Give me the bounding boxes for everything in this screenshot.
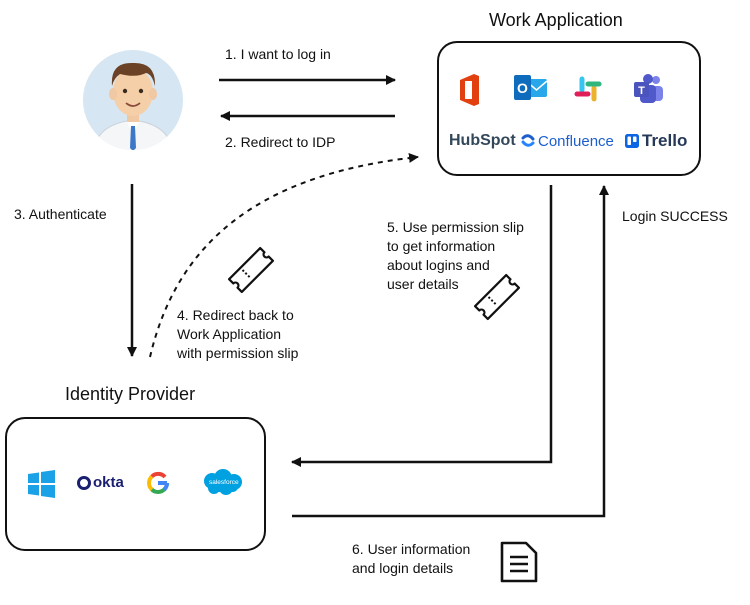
trello-logo: Trello <box>642 131 688 150</box>
work-application-box <box>437 41 701 176</box>
arrow-user-info <box>292 185 609 518</box>
step-2-label: 2. Redirect to IDP <box>225 134 336 150</box>
step-1-label: 1. I want to log in <box>225 46 331 62</box>
svg-text:O: O <box>517 80 528 96</box>
step-5-label: 5. Use permission slip to get informatio… <box>387 219 524 292</box>
confluence-mark-icon <box>521 134 535 147</box>
okta-mark-icon <box>77 476 91 490</box>
confluence-logo: Confluence <box>538 133 614 150</box>
google-icon <box>147 471 169 494</box>
teams-icon: T <box>634 74 663 103</box>
okta-logo: okta <box>93 474 124 491</box>
step-6-label: 6. User information and login details <box>352 541 471 576</box>
arrow-permission-slip <box>291 185 553 467</box>
arrow-redirect-back <box>149 152 419 358</box>
ticket-icon <box>227 246 275 294</box>
salesforce-cloud-icon <box>204 469 242 495</box>
hubspot-logo: HubSpot <box>449 132 516 149</box>
login-success-label: Login SUCCESS <box>622 208 728 224</box>
step-4-label: 4. Redirect back to Work Application wit… <box>177 307 299 361</box>
salesforce-logo: salesforce <box>209 479 239 486</box>
windows-icon <box>28 470 55 498</box>
trello-mark-icon <box>625 134 639 148</box>
svg-text:T: T <box>638 85 645 97</box>
step-3-label: 3. Authenticate <box>14 206 107 222</box>
work-application-title: Work Application <box>489 10 623 30</box>
slack-icon <box>574 76 602 102</box>
user-avatar-icon <box>83 50 183 150</box>
document-icon <box>500 541 538 583</box>
outlook-icon: O <box>514 75 548 100</box>
identity-provider-title: Identity Provider <box>65 384 196 404</box>
office-icon <box>460 74 479 106</box>
